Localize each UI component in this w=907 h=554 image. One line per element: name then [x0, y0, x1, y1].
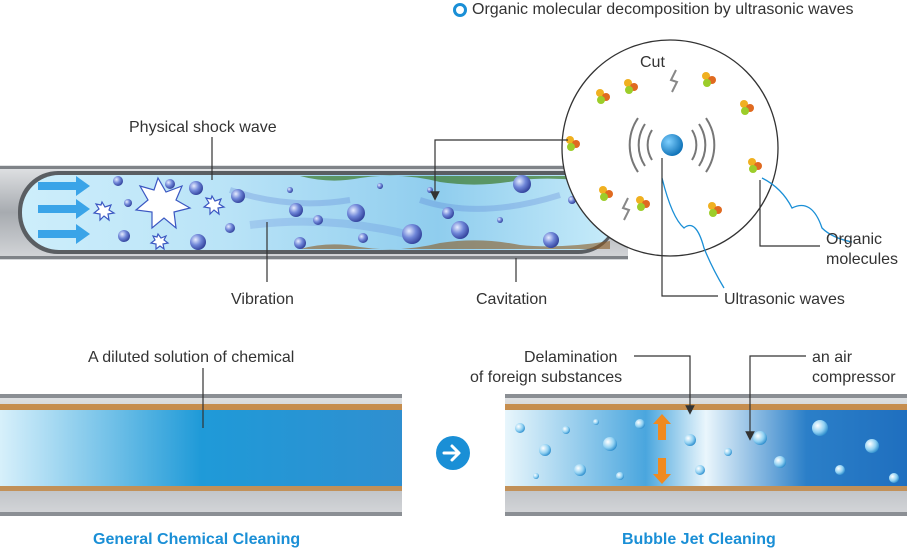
bottom-leader-lines: [634, 355, 806, 441]
chemical-tube: [0, 368, 402, 516]
leader-lines: [211, 137, 820, 297]
next-arrow-icon: [436, 436, 470, 470]
ultrasonic-label: Ultrasonic waves: [724, 291, 845, 308]
general-cleaning-caption: General Chemical Cleaning: [93, 531, 301, 548]
ultrasonic-wave-icon: [628, 117, 716, 173]
cavitation-bubbles: [113, 175, 576, 250]
cavitation-label: Cavitation: [476, 291, 548, 308]
legend-text: Organic molecular decomposition by ultra…: [472, 1, 854, 18]
shock-wave-label: Physical shock wave: [129, 119, 277, 136]
air-compressor-label-line2: compressor: [812, 369, 896, 386]
cut-label: Cut: [640, 54, 665, 71]
air-compressor-label-line1: an air: [812, 349, 853, 366]
jet-bubbles: [515, 419, 899, 483]
organic-label-line1: Organic: [826, 231, 883, 248]
shock-wave-icon: [92, 176, 226, 251]
flow-arrows: [38, 176, 90, 244]
organic-label-line2: molecules: [826, 251, 899, 268]
bubble-jet-caption: Bubble Jet Cleaning: [622, 531, 776, 548]
magnified-circle: [561, 39, 853, 289]
delamination-label-line2: of foreign substances: [470, 369, 623, 386]
legend-bullet-icon: [453, 3, 467, 17]
delamination-arrows: [653, 414, 671, 484]
cut-icon: [621, 69, 679, 221]
chemical-solution-label: A diluted solution of chemical: [88, 349, 295, 366]
bubble-jet-tube: [505, 394, 907, 516]
molecule-core: [661, 134, 683, 156]
delamination-label-line1: Delamination: [524, 349, 618, 366]
organic-molecule-icons: [566, 72, 762, 217]
vibration-label: Vibration: [231, 291, 294, 308]
top-tube: [0, 165, 628, 260]
